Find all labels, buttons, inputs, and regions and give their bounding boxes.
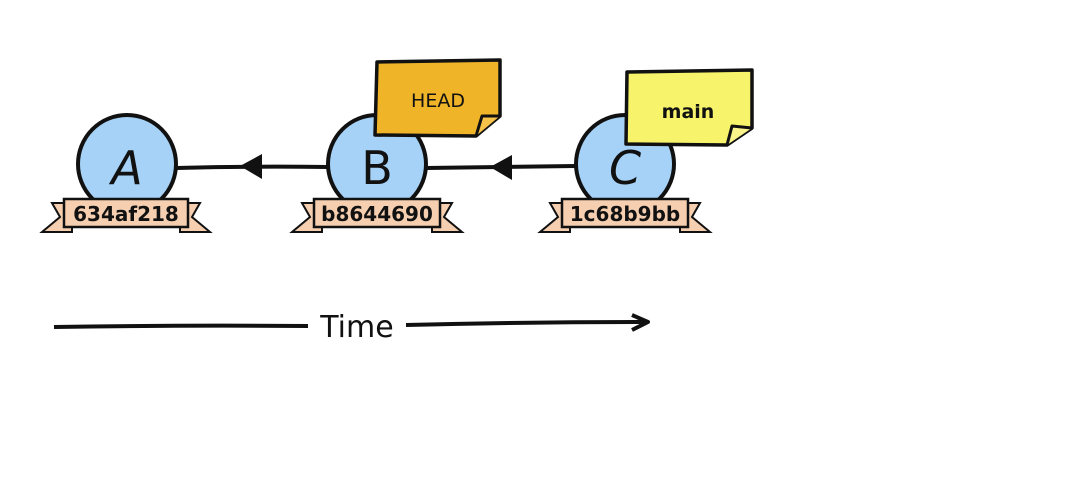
time-label: Time xyxy=(319,310,393,345)
ref-label: main xyxy=(662,101,715,123)
folded-corner-icon xyxy=(725,124,753,146)
commit-hash-ribbon: 634af218 xyxy=(39,197,213,233)
commit-a[interactable]: A 634af218 xyxy=(39,113,213,233)
arrow-right-icon xyxy=(631,313,650,332)
edge-c-to-b xyxy=(425,155,577,180)
ref-label: HEAD xyxy=(411,90,465,112)
arrowhead-icon xyxy=(490,155,512,180)
commit-letter: B xyxy=(361,141,393,195)
folded-corner-icon xyxy=(474,114,500,137)
arrowhead-icon xyxy=(240,154,262,179)
commit-letter: A xyxy=(108,141,142,195)
ref-main-note[interactable]: main xyxy=(624,68,754,147)
ref-head-note[interactable]: HEAD xyxy=(373,58,502,138)
edge-b-to-a xyxy=(175,154,329,179)
commit-b[interactable]: B b8644690 xyxy=(289,113,465,233)
commit-hash-ribbon: 1c68b9bb xyxy=(537,197,713,233)
commit-hash: 634af218 xyxy=(73,202,179,226)
commit-hash-ribbon: b8644690 xyxy=(289,197,465,233)
commit-hash: 1c68b9bb xyxy=(570,202,680,226)
commit-hash: b8644690 xyxy=(321,202,433,226)
commit-letter: C xyxy=(609,141,641,195)
time-axis: Time xyxy=(53,310,650,345)
